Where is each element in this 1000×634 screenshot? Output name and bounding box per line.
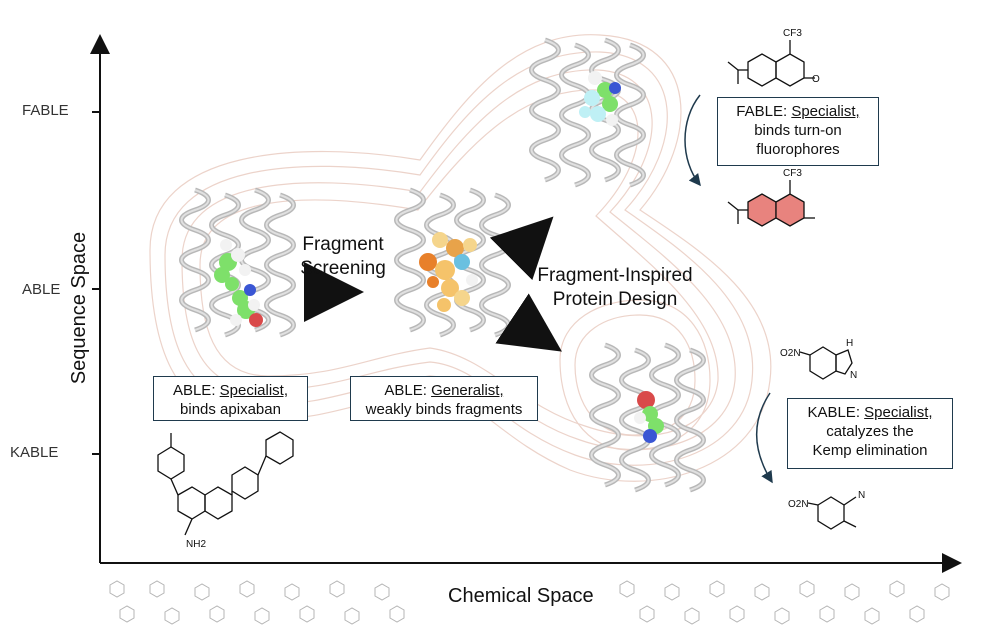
fragment-screening-line2: Screening	[300, 258, 386, 279]
fragment-inspired-line1: Fragment-Inspired	[537, 265, 693, 286]
apixaban-structure	[157, 431, 294, 536]
kable-specialist-name: KABLE	[807, 404, 856, 421]
able-specialist-role: Specialist,	[219, 382, 289, 399]
able-specialist-line1: ABLE: Specialist,	[172, 382, 289, 399]
fable-specialist-line1: FABLE: Specialist,	[736, 103, 860, 120]
fable-specialist-role: Specialist,	[791, 103, 860, 120]
fragment-screening-label: Fragment Screening	[293, 233, 393, 281]
fable-specialist-name: FABLE	[736, 103, 783, 120]
fable-specialist-box: FABLE: Specialist, binds turn-on fluorop…	[717, 97, 879, 166]
axes	[90, 34, 962, 573]
benzisoxazole-structure	[799, 346, 853, 380]
cf3-top-label: CF3	[783, 28, 802, 39]
able-generalist-protein	[397, 190, 509, 335]
fragment-library-row	[109, 580, 950, 625]
kable-specialist-desc1: catalyzes the	[826, 423, 914, 440]
cf3-bottom-label: CF3	[783, 168, 802, 179]
fluorophore-ligand	[579, 71, 621, 126]
y-tick-kable: KABLE	[10, 444, 59, 461]
able-specialist-protein	[182, 190, 294, 335]
kable-protein	[592, 345, 704, 490]
able-generalist-name: ABLE	[384, 382, 423, 399]
able-specialist-desc: binds apixaban	[180, 401, 281, 418]
fable-specialist-desc1: binds turn-on	[754, 122, 842, 139]
fragment-inspired-label: Fragment-Inspired Protein Design	[520, 264, 710, 312]
kable-reaction-arrow	[756, 392, 773, 484]
kable-specialist-role: Specialist,	[864, 404, 933, 421]
energy-contours	[149, 34, 772, 482]
y-axis-title: Sequence Space	[68, 231, 90, 385]
able-generalist-line1: ABLE: Generalist,	[384, 382, 504, 399]
fable-protein	[532, 40, 644, 185]
fable-turn-on-arrow	[684, 94, 701, 187]
able-generalist-box: ABLE: Generalist, weakly binds fragments	[350, 376, 538, 421]
fragment-ligands	[419, 232, 478, 312]
fragment-inspired-line2: Protein Design	[552, 289, 678, 310]
fable-specialist-desc2: fluorophores	[756, 141, 840, 158]
fragment-screening-line1: Fragment	[302, 234, 384, 255]
o-label: O	[812, 74, 820, 85]
kable-specialist-box: KABLE: Specialist, catalyzes the Kemp el…	[787, 398, 953, 469]
coumarin-on-structure	[727, 180, 815, 227]
y-tick-fable: FABLE	[22, 102, 69, 119]
coumarin-off-structure	[727, 40, 815, 87]
able-generalist-desc: weakly binds fragments	[365, 401, 523, 418]
kable-specialist-desc2: Kemp elimination	[812, 442, 928, 459]
able-specialist-name: ABLE	[172, 382, 212, 399]
pathway-arrows	[304, 216, 562, 352]
nn-label: N	[850, 370, 857, 381]
o2n-bottom-label: O2N	[788, 499, 809, 510]
able-generalist-role: Generalist,	[431, 382, 504, 399]
able-specialist-box: ABLE: Specialist, binds apixaban	[153, 376, 308, 421]
h-label: H	[846, 338, 853, 349]
kable-specialist-line1: KABLE: Specialist,	[807, 404, 933, 421]
kemp-substrate-ligand	[634, 391, 664, 443]
apixaban-ligand	[214, 239, 263, 327]
n-label: N	[858, 490, 865, 501]
y-tick-able: ABLE	[22, 281, 61, 298]
phenoxide-product-structure	[807, 496, 857, 530]
x-axis-title: Chemical Space	[448, 585, 594, 607]
o2n-top-label: O2N	[780, 348, 801, 359]
nh2-label: NH2	[186, 539, 206, 550]
